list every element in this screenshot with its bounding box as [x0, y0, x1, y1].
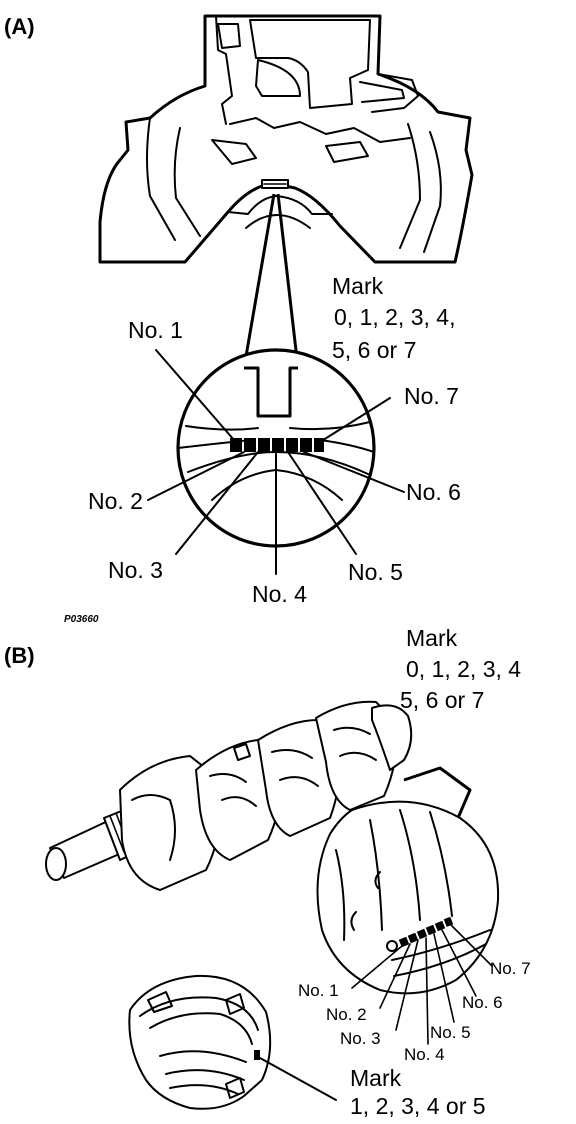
number-code-marks-b [386, 916, 454, 952]
label-no4-b: No. 4 [404, 1045, 445, 1064]
magnified-view-b [316, 800, 500, 995]
zoom-line-left [242, 193, 276, 369]
figure-code: P03660 [64, 614, 99, 625]
crankshaft-drawing [45, 700, 413, 891]
label-no3-b: No. 3 [340, 1029, 381, 1048]
leader-lines-a [147, 349, 405, 575]
label-no4-a: No. 4 [252, 581, 307, 607]
bearing-mark-leader [259, 1057, 337, 1101]
magnified-view-a [176, 348, 376, 548]
label-no3-a: No. 3 [108, 557, 163, 583]
label-no2-b: No. 2 [326, 1005, 367, 1024]
leader-lines-b [351, 923, 493, 1045]
label-no1-a: No. 1 [128, 317, 183, 343]
panel-b: (B) Mark 0, 1, 2, 3, 4 5, 6 or 7 [4, 625, 531, 1119]
mark-values-crank-line2: 5, 6 or 7 [400, 687, 484, 713]
label-no6-b: No. 6 [462, 993, 503, 1012]
label-no5-b: No. 5 [430, 1023, 471, 1042]
mark-values-crank-line1: 0, 1, 2, 3, 4 [406, 656, 521, 682]
mark-title-bearing: Mark [350, 1065, 402, 1091]
panel-a-tag: (A) [4, 14, 35, 39]
mark-values-a-line1: 0, 1, 2, 3, 4, [334, 304, 455, 330]
bearing-shell-drawing [128, 974, 272, 1110]
mark-title-a: Mark [332, 273, 384, 299]
number-code-marks-a [230, 438, 324, 452]
panel-b-tag: (B) [4, 643, 35, 668]
mark-values-a-line2: 5, 6 or 7 [332, 337, 416, 363]
panel-a: (A) [4, 14, 474, 625]
label-no7-a: No. 7 [404, 383, 459, 409]
zoom-pointer-b [403, 766, 472, 819]
label-no6-a: No. 6 [406, 479, 461, 505]
zoom-line-right [276, 193, 300, 369]
cylinder-block-drawing [98, 14, 474, 264]
mark-values-bearing: 1, 2, 3, 4 or 5 [350, 1093, 486, 1119]
label-no7-b: No. 7 [490, 959, 531, 978]
label-no2-a: No. 2 [88, 488, 143, 514]
label-no1-b: No. 1 [298, 981, 339, 1000]
mark-title-crank: Mark [406, 625, 458, 651]
label-no5-a: No. 5 [348, 559, 403, 585]
